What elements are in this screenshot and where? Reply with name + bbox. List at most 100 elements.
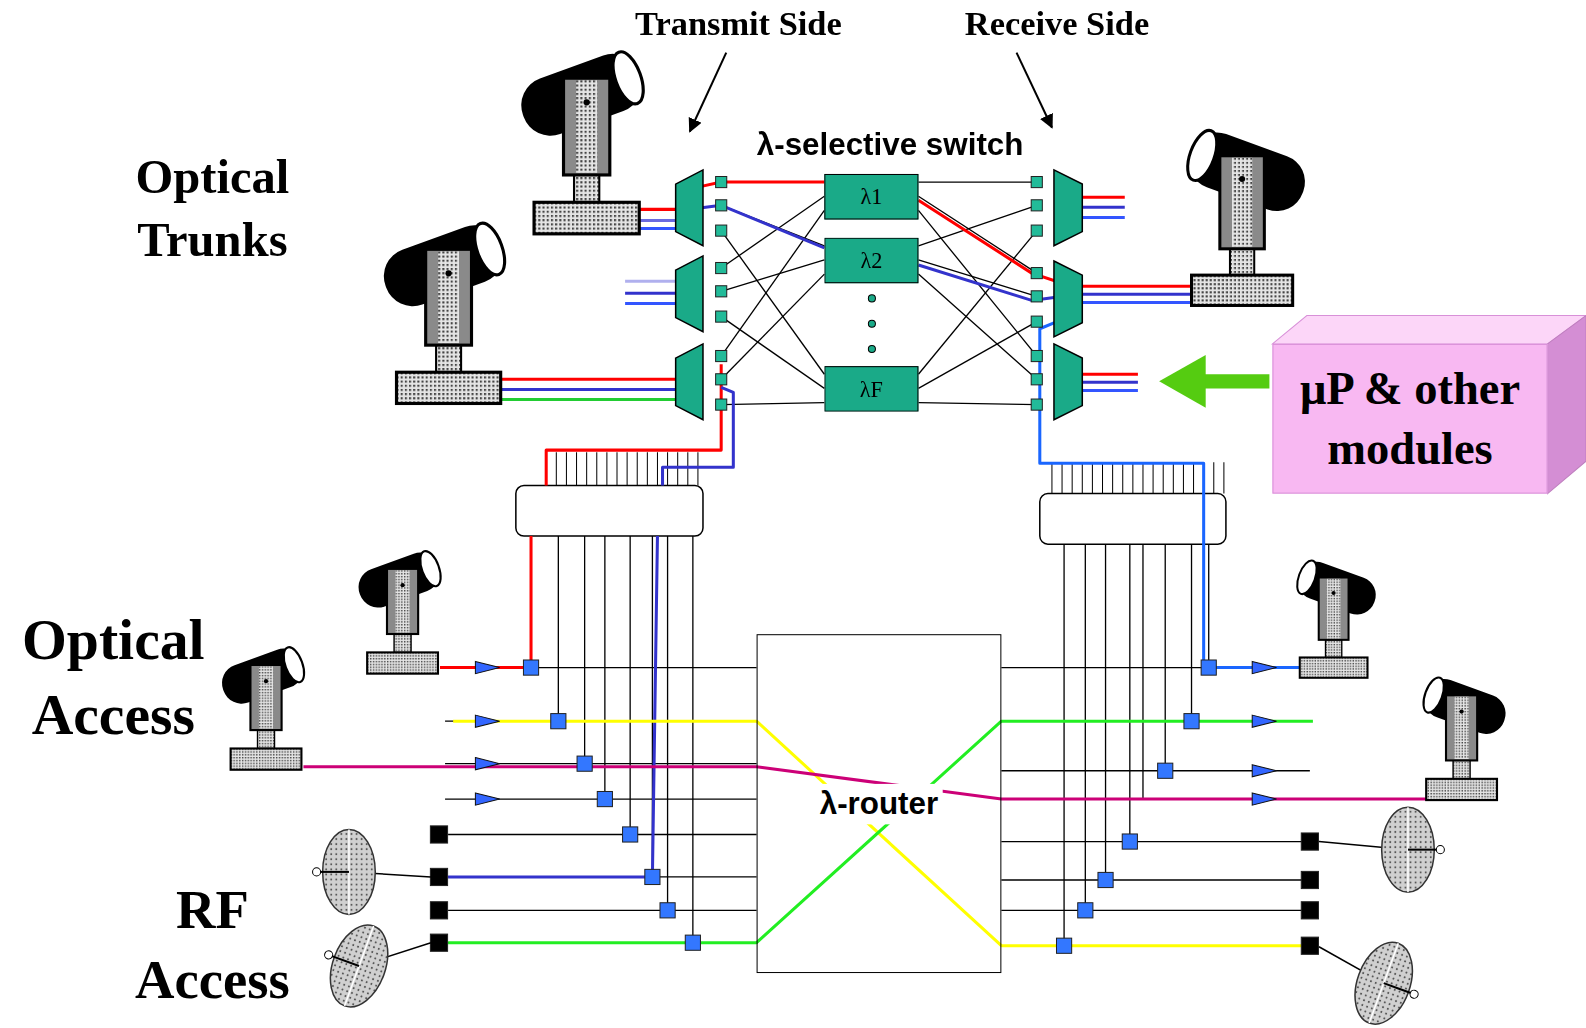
switch-port bbox=[1031, 225, 1042, 236]
laser-body bbox=[426, 249, 472, 345]
laser-body-stripe bbox=[395, 570, 409, 632]
barrel-end bbox=[416, 548, 445, 588]
dish-horn bbox=[331, 956, 360, 966]
dish-horn bbox=[319, 871, 349, 873]
switch-port bbox=[1031, 200, 1042, 211]
laser-base bbox=[1300, 657, 1368, 677]
tap-coupler bbox=[1158, 763, 1173, 778]
laser-base bbox=[397, 372, 501, 403]
switch-port bbox=[1031, 316, 1042, 327]
barrel-end bbox=[469, 219, 511, 278]
tap-coupler bbox=[551, 714, 566, 729]
router-box: λ-router bbox=[757, 634, 1002, 973]
connector-pin bbox=[596, 452, 597, 485]
node-text: λ1 bbox=[856, 182, 886, 211]
drop-line bbox=[1063, 544, 1064, 946]
node-text: λF bbox=[856, 374, 887, 403]
connector-pin bbox=[697, 452, 698, 485]
barrel-end bbox=[1293, 558, 1320, 597]
laser-neck bbox=[1326, 640, 1342, 658]
tap-coupler bbox=[1201, 660, 1216, 675]
access-line bbox=[1001, 910, 1310, 911]
fiber bbox=[1078, 293, 1191, 296]
connector-pin bbox=[586, 452, 587, 485]
laser-base bbox=[1426, 779, 1497, 800]
fiber-connector-block bbox=[1040, 494, 1226, 545]
laser-body bbox=[1446, 695, 1477, 760]
laser-dot bbox=[400, 583, 404, 587]
tap-coupler bbox=[523, 660, 538, 675]
fabric-line bbox=[918, 231, 1036, 375]
switch-port bbox=[716, 225, 727, 236]
connector-pin bbox=[687, 452, 688, 485]
mux-symbol bbox=[1054, 344, 1082, 420]
drop-line bbox=[629, 536, 630, 834]
fiber bbox=[501, 398, 680, 401]
mux-symbol bbox=[1054, 170, 1082, 246]
switch-port bbox=[716, 200, 727, 211]
switch-port bbox=[1031, 268, 1042, 279]
fiber bbox=[1078, 381, 1138, 384]
rf-port bbox=[1301, 871, 1318, 888]
connector-pin bbox=[556, 452, 557, 485]
ellipsis-dot bbox=[868, 320, 875, 327]
switch-port bbox=[716, 286, 727, 297]
laser-head-icon bbox=[376, 217, 511, 403]
wavelength-box: λF bbox=[824, 366, 918, 412]
rf-dish-icon bbox=[310, 914, 431, 1015]
dish-horn bbox=[1384, 983, 1413, 993]
connector-pin bbox=[566, 452, 567, 485]
fiber bbox=[639, 208, 679, 211]
connector-pin bbox=[1193, 462, 1194, 493]
drop-line bbox=[604, 536, 605, 799]
laser-dot bbox=[584, 99, 590, 105]
amplifier-symbol bbox=[1252, 662, 1276, 674]
tap-coupler bbox=[597, 791, 612, 806]
connector-pin bbox=[1213, 462, 1214, 493]
laser-base bbox=[231, 748, 302, 769]
label-text: λ-selective switch bbox=[698, 125, 1082, 163]
feed-arrow bbox=[1200, 374, 1270, 388]
connector-pin bbox=[1082, 462, 1083, 493]
drawing-part bbox=[310, 914, 398, 1015]
switch-port bbox=[1031, 177, 1042, 188]
fiber bbox=[501, 378, 680, 381]
laser-body-stripe bbox=[1327, 579, 1341, 639]
laser-body-stripe bbox=[576, 80, 597, 173]
fiber bbox=[625, 292, 680, 295]
amplifier-symbol bbox=[1252, 793, 1276, 805]
laser-body bbox=[1319, 577, 1349, 639]
label-text: Transmit Side bbox=[592, 4, 885, 44]
connector-pin bbox=[677, 452, 678, 485]
ellipsis-dot bbox=[868, 345, 875, 352]
wavelength-box: λ1 bbox=[824, 174, 918, 220]
switch-port bbox=[716, 311, 727, 322]
drop-line bbox=[692, 536, 693, 943]
switch-port bbox=[716, 262, 727, 273]
laser-head-icon bbox=[353, 547, 445, 674]
connector-pin bbox=[627, 452, 628, 485]
amplifier-symbol bbox=[1252, 765, 1276, 777]
wavelength-box: λ2 bbox=[824, 238, 918, 284]
fabric-line bbox=[918, 322, 1036, 389]
laser-body bbox=[1220, 156, 1265, 249]
drop-line bbox=[1085, 544, 1086, 910]
tap-coupler bbox=[685, 935, 700, 950]
laser-head-icon bbox=[1181, 125, 1313, 306]
node-text: μP & other modules bbox=[1273, 358, 1546, 479]
route bbox=[440, 536, 531, 667]
amplifier-symbol bbox=[475, 715, 499, 727]
barrel-end bbox=[1419, 675, 1448, 715]
leader-arrow bbox=[1017, 53, 1052, 128]
switch-port bbox=[716, 177, 727, 188]
dish-bowl bbox=[320, 917, 398, 1015]
switch-port bbox=[716, 350, 727, 361]
connector-pin bbox=[667, 452, 668, 485]
drop-line bbox=[1208, 544, 1209, 667]
fiber bbox=[1078, 373, 1138, 376]
fabric-line bbox=[721, 260, 824, 291]
dish-feed bbox=[313, 868, 321, 876]
connector-pin bbox=[1092, 462, 1093, 493]
route bbox=[448, 536, 657, 877]
laser-neck bbox=[1453, 760, 1470, 778]
